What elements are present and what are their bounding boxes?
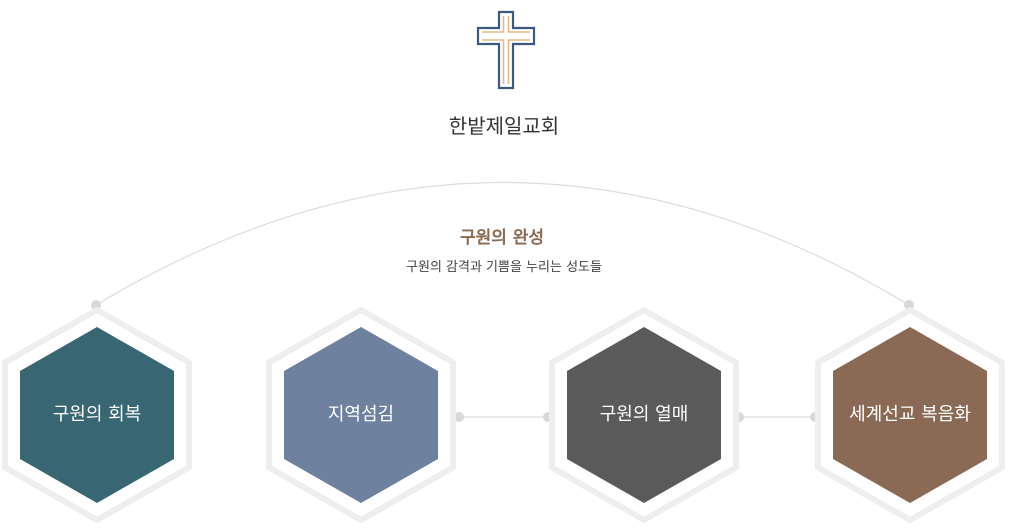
- hex-fill: [833, 327, 987, 503]
- hex-outline: [2, 307, 192, 523]
- stage-label: 세계선교 복음화: [849, 404, 971, 425]
- church-name: 한밭제일교회: [449, 114, 559, 138]
- hex-outline: [549, 307, 739, 523]
- stage-label: 구원의 열매: [600, 404, 689, 425]
- stage-node-world-mission: 세계선교 복음화: [815, 307, 1005, 523]
- completion-arc: [95, 182, 910, 306]
- hex-outline: [815, 307, 1005, 523]
- stage-label: 지역섬김: [328, 404, 394, 425]
- hex-outline: [266, 307, 456, 523]
- stage-label: 구원의 회복: [53, 404, 142, 425]
- hex-fill: [284, 327, 438, 503]
- stage-node-fruit-of-salvation: 구원의 열매: [549, 307, 739, 523]
- connector-dot-2-right: [454, 412, 464, 422]
- stage-node-community-service: 지역섬김: [266, 307, 456, 523]
- arc-subtitle: 구원의 감격과 기쁨을 누리는 성도들: [406, 260, 602, 275]
- hex-fill: [20, 327, 174, 503]
- cross-icon: [476, 10, 536, 90]
- stage-node-salvation-restoration: 구원의 회복: [2, 307, 192, 523]
- arc-title: 구원의 완성: [460, 228, 544, 248]
- hex-fill: [567, 327, 721, 503]
